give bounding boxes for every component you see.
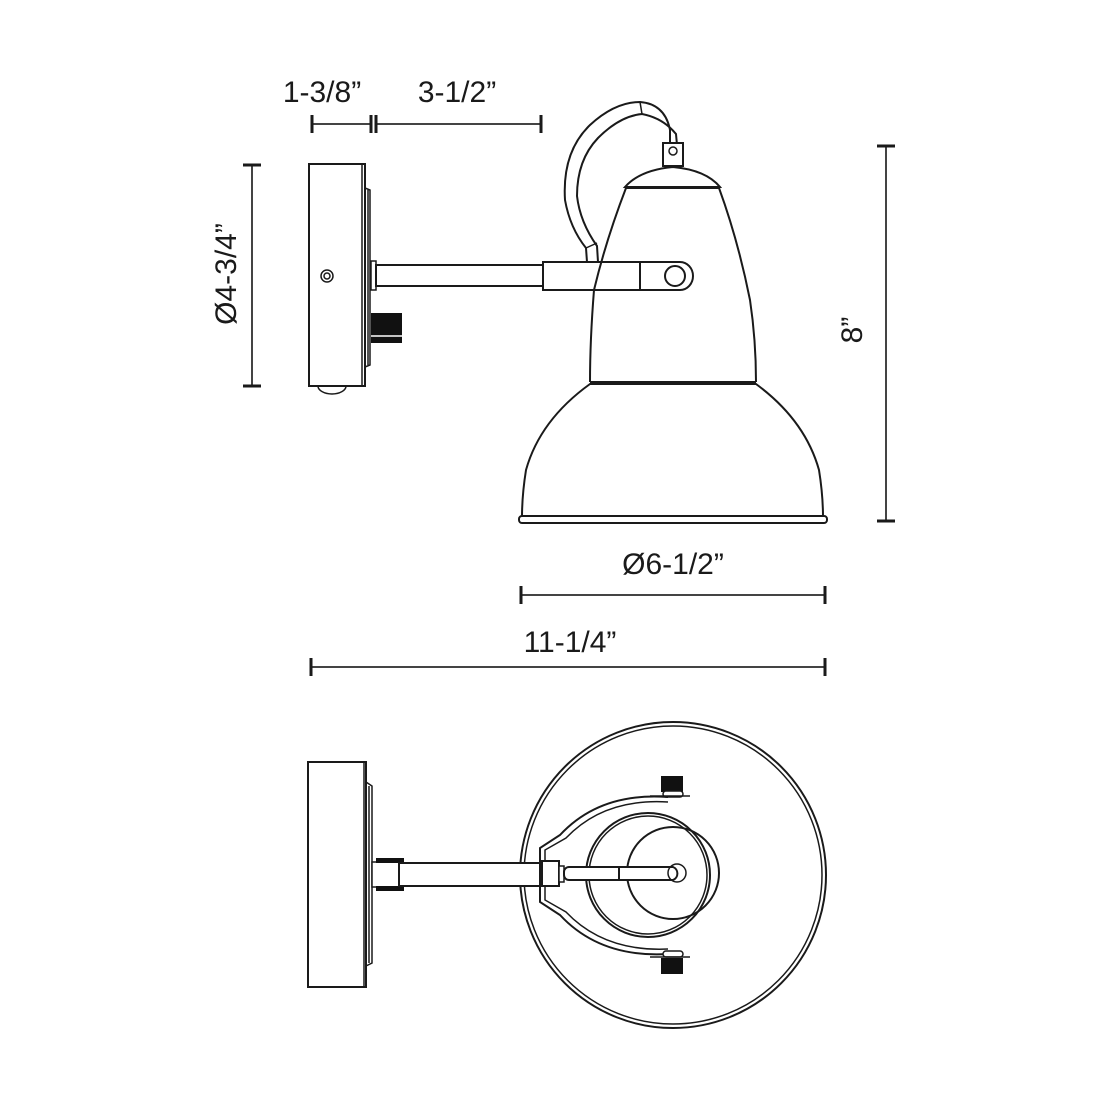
top-socket-rod — [563, 863, 687, 883]
overall-extension-label: 11-1/4” — [524, 626, 617, 659]
set-screw-icon — [320, 269, 334, 283]
backplate-depth-label: 1-3/8” — [283, 76, 361, 109]
top-view — [307, 721, 827, 1029]
top-arm — [371, 858, 545, 891]
dimension-shade-diameter: Ø6-1/2” — [519, 548, 827, 604]
top-yoke — [539, 795, 669, 956]
side-shade — [518, 165, 828, 524]
dimension-backplate-diameter: Ø4-3/4” — [210, 163, 261, 388]
dimension-arm-extension: 3-1/2” — [374, 76, 543, 133]
dimension-backplate-depth: 1-3/8” — [283, 76, 373, 133]
top-shade-clip-lower — [650, 950, 690, 974]
side-arm — [370, 260, 694, 291]
side-cord — [563, 100, 684, 263]
dimension-overall-extension: 11-1/4” — [309, 626, 827, 676]
side-switch-knob — [371, 313, 402, 343]
top-backplate — [307, 761, 373, 988]
side-view — [308, 100, 828, 524]
backplate-diameter-label: Ø4-3/4” — [210, 223, 243, 325]
shade-diameter-label: Ø6-1/2” — [622, 548, 724, 581]
side-backplate — [308, 163, 371, 395]
arm-extension-label: 3-1/2” — [418, 76, 496, 109]
dimension-height: 8” — [836, 144, 895, 523]
height-label: 8” — [836, 317, 869, 344]
top-shade-clip-upper — [650, 776, 690, 798]
pivot-knob-icon — [664, 265, 686, 287]
